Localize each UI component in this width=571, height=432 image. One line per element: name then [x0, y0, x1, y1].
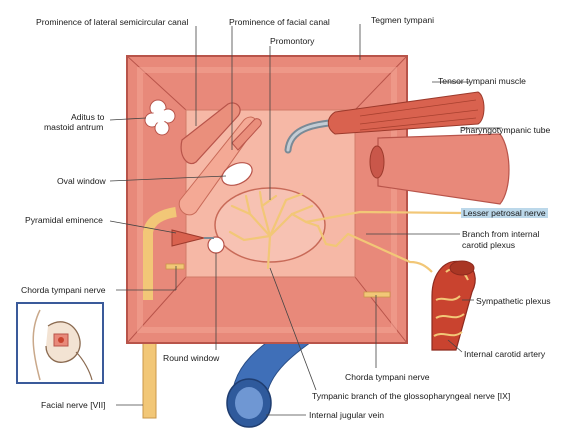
facial-canal-prominence [231, 118, 262, 151]
internal-carotid-artery [431, 260, 476, 351]
label-internal-carotid-artery: Internal carotid artery [464, 349, 546, 359]
bevel-line [354, 55, 408, 111]
lateral-canal-prominence [180, 102, 241, 165]
label-tegmen-tympani: Tegmen tympani [371, 15, 435, 25]
muscle-fibers [359, 99, 479, 131]
label-branch-line1: Branch from internal [462, 229, 540, 239]
chorda-tympani-stub-right [363, 291, 391, 298]
label-tensor-tympani: Tensor tympani muscle [438, 76, 526, 86]
aditus-antrum [144, 99, 176, 136]
leader-lines [109, 24, 502, 416]
bevel-line [126, 55, 187, 111]
chorda-tympani-stub-left [165, 263, 185, 270]
label-pyramidal-eminence: Pyramidal eminence [25, 215, 103, 225]
wall-shading [137, 67, 397, 333]
label-lesser-petrosal-nerve: Lesser petrosal nerve [461, 208, 548, 218]
tube-opening [369, 145, 385, 179]
pyramidal-eminence [171, 229, 205, 247]
label-branch-line2: carotid plexus [462, 240, 516, 250]
label-facial-nerve: Facial nerve [VII] [41, 400, 106, 410]
label-chorda-tympani-right: Chorda tympani nerve [345, 372, 430, 382]
label-sympathetic-plexus: Sympathetic plexus [476, 296, 551, 306]
label-chorda-tympani-left: Chorda tympani nerve [21, 285, 106, 295]
label-aditus-line1: Aditus to [71, 112, 105, 122]
nerve-lines-to-carotid [347, 232, 433, 273]
label-facial-canal: Prominence of facial canal [229, 17, 330, 27]
label-aditus-line2: mastoid antrum [44, 122, 104, 132]
label-internal-jugular-vein: Internal jugular vein [309, 410, 385, 420]
label-round-window: Round window [163, 353, 220, 363]
facial-nerve-wall [143, 207, 177, 300]
inset-orientation [16, 302, 104, 384]
bevel-line [354, 276, 408, 344]
label-promontory: Promontory [270, 36, 315, 46]
tympanic-plexus [228, 190, 464, 270]
label-lateral-canal: Prominence of lateral semicircular canal [36, 17, 189, 27]
label-pharyngotympanic-tube: Pharyngotympanic tube [460, 125, 551, 135]
label-tympanic-branch: Tympanic branch of the glossopharyngeal … [312, 391, 511, 401]
pharyngotympanic-tube [377, 133, 510, 205]
oval-window [221, 162, 253, 186]
round-window [207, 236, 225, 254]
label-oval-window: Oval window [57, 176, 106, 186]
